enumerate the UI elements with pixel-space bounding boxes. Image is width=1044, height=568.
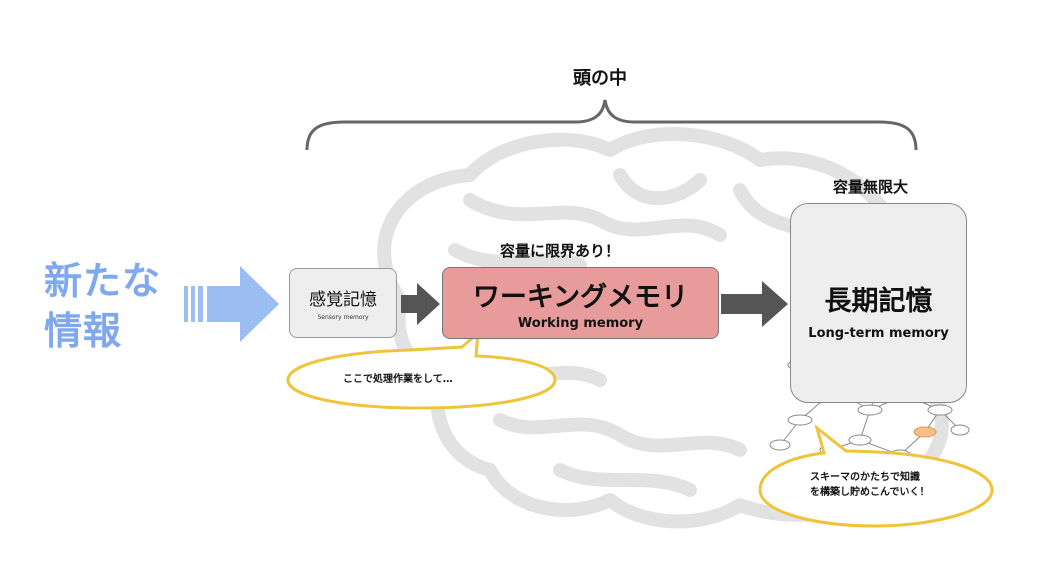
bubble-left-shape	[286, 329, 557, 410]
scope-brace	[305, 99, 918, 151]
bubble-left-text: ここで処理作業をして…	[343, 374, 453, 385]
longterm-memory-box: 長期記憶 Long-term memory	[790, 203, 967, 403]
bubble-right-line1: スキーマのかたちで知識	[810, 472, 920, 483]
input-arrow	[184, 266, 279, 342]
working-to-longterm-arrow	[721, 281, 788, 327]
longterm-memory-label: 長期記憶	[824, 286, 933, 317]
sensory-memory-box: 感覚記憶 Sensory memory	[289, 268, 397, 338]
sensory-memory-sublabel: Sensory memory	[317, 314, 369, 321]
working-memory-caption: 容量に限界あり！	[500, 242, 621, 260]
sensory-to-working-arrow	[401, 283, 440, 325]
brain-illustration	[377, 127, 949, 529]
diagram-title: 頭の中	[573, 68, 627, 89]
new-information-line1: 新たな	[44, 259, 162, 303]
new-information-label: 新たな 情報	[44, 256, 161, 356]
longterm-memory-caption: 容量無限大	[833, 178, 909, 196]
longterm-memory-sublabel: Long-term memory	[808, 326, 949, 341]
working-memory-sublabel: Working memory	[517, 316, 644, 331]
bubble-right-text: スキーマのかたちで知識 を構築し貯めこんでいく！	[810, 470, 930, 500]
new-information-line2: 情報	[44, 309, 123, 353]
bubble-right-line2: を構築し貯めこんでいく！	[810, 487, 930, 498]
working-memory-box: ワーキングメモリ Working memory	[442, 267, 719, 339]
bubble-right-shape	[758, 423, 994, 528]
sensory-memory-label: 感覚記憶	[309, 290, 377, 310]
working-memory-label: ワーキングメモリ	[472, 282, 689, 313]
